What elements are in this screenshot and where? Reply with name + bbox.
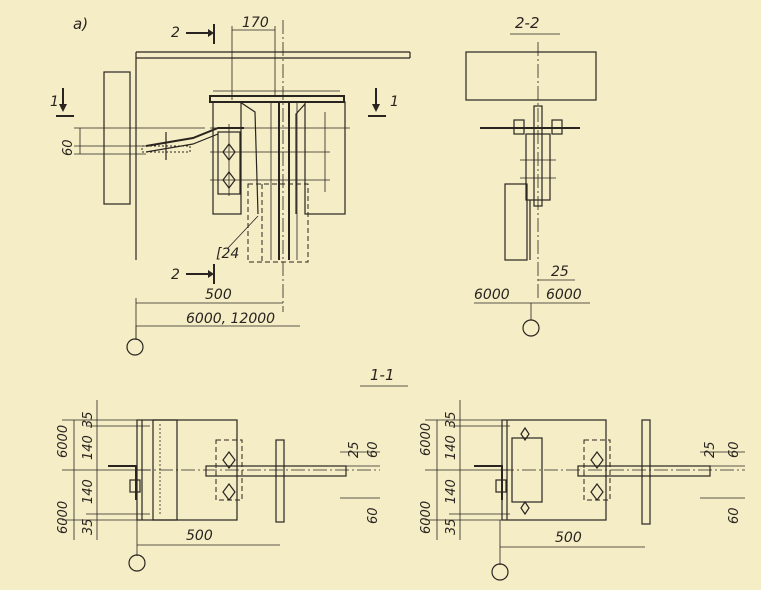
left-wall-panel — [103, 71, 131, 205]
view-a: a) 2 2 1 1 170 — [50, 15, 411, 356]
right-angle — [474, 465, 503, 500]
dim-6000-left: 6000 — [474, 287, 510, 303]
section-bracket — [525, 133, 551, 201]
section-lower-block — [504, 183, 528, 261]
right-bracket — [304, 101, 346, 215]
right-dim-6000-top: 6000 — [419, 423, 434, 456]
view-1-1-right: 6000 35 140 140 6000 35 25 60 60 500 — [419, 400, 745, 581]
section-2-bottom-arrowhead — [208, 270, 214, 278]
left-bracket — [212, 101, 242, 215]
axis-bubble-c — [128, 554, 146, 572]
section-1-left-arrowhead — [59, 104, 67, 112]
right-dim-140-top: 140 — [444, 435, 459, 460]
axis-bubble-d — [491, 563, 509, 581]
channel-leader — [227, 215, 259, 249]
view-a-marker: a) — [73, 15, 88, 33]
dim-500: 500 — [205, 287, 232, 303]
channel-label: [24 — [216, 246, 239, 262]
section-cap-bolt-right — [551, 119, 563, 135]
right-haunch — [295, 103, 306, 214]
left-haunch — [239, 101, 259, 215]
view-1-1-title: 1-1 — [370, 366, 395, 384]
lower-column-hidden — [247, 183, 309, 263]
section-column — [533, 105, 543, 207]
left-dim-60-top: 60 — [366, 441, 381, 458]
left-dim-35-bottom: 35 — [81, 518, 96, 535]
left-dim-6000-bottom: 6000 — [56, 501, 71, 534]
right-bolt-2 — [590, 483, 604, 501]
left-dim-60-bottom: 60 — [366, 507, 381, 524]
axis-bubble-a — [126, 338, 144, 356]
dim-25: 25 — [551, 264, 569, 280]
inclined-strut — [145, 127, 244, 147]
right-dim-60-bottom: 60 — [727, 507, 742, 524]
section-cap-bolt-left — [513, 119, 525, 135]
right-dim-35-bottom: 35 — [444, 518, 459, 535]
section-1-right-arrowhead — [372, 104, 380, 112]
view-2-2: 2-2 25 6000 6000 — [465, 14, 597, 337]
left-bolt-2 — [222, 483, 236, 501]
left-dim-140-top: 140 — [81, 435, 96, 460]
dim-170: 170 — [242, 15, 269, 31]
left-angle — [108, 465, 137, 500]
section-1-left-label: 1 — [50, 94, 59, 110]
left-dim-25: 25 — [347, 441, 362, 458]
dim-60: 60 — [61, 139, 76, 156]
left-dim-500: 500 — [186, 528, 213, 544]
right-dim-60-top: 60 — [727, 441, 742, 458]
right-bolt-1 — [590, 451, 604, 469]
axis-bubble-b — [522, 319, 540, 337]
cap-plate — [209, 95, 345, 103]
right-plan-column — [641, 419, 651, 525]
left-bolt-1 — [222, 451, 236, 469]
right-bolt-bottom — [520, 500, 530, 516]
view-1-1-left: 6000 35 140 140 6000 35 25 60 — [56, 400, 381, 572]
section-2-top-arrowhead — [208, 29, 214, 37]
dim-6000-right: 6000 — [546, 287, 582, 303]
section-2-top-label: 2 — [171, 25, 180, 41]
view-2-2-title: 2-2 — [515, 14, 540, 32]
left-angle-bolt — [129, 479, 141, 493]
right-plan-strut — [577, 465, 711, 477]
right-dim-140-bottom: 140 — [444, 479, 459, 504]
right-angle-bolt — [495, 479, 507, 493]
right-dim-6000-bottom: 6000 — [419, 501, 434, 534]
right-bolt-top — [520, 426, 530, 442]
left-plan-column — [275, 439, 285, 523]
left-dim-6000-top: 6000 — [56, 425, 71, 458]
inclined-strut-lower — [145, 133, 219, 153]
section-2-bottom-label: 2 — [171, 267, 180, 283]
section-1-right-label: 1 — [390, 94, 399, 110]
dim-span: 6000, 12000 — [186, 311, 275, 327]
right-dim-500: 500 — [555, 530, 582, 546]
section-beam — [465, 51, 597, 101]
left-dim-140-bottom: 140 — [81, 479, 96, 504]
right-dim-25: 25 — [703, 441, 718, 458]
